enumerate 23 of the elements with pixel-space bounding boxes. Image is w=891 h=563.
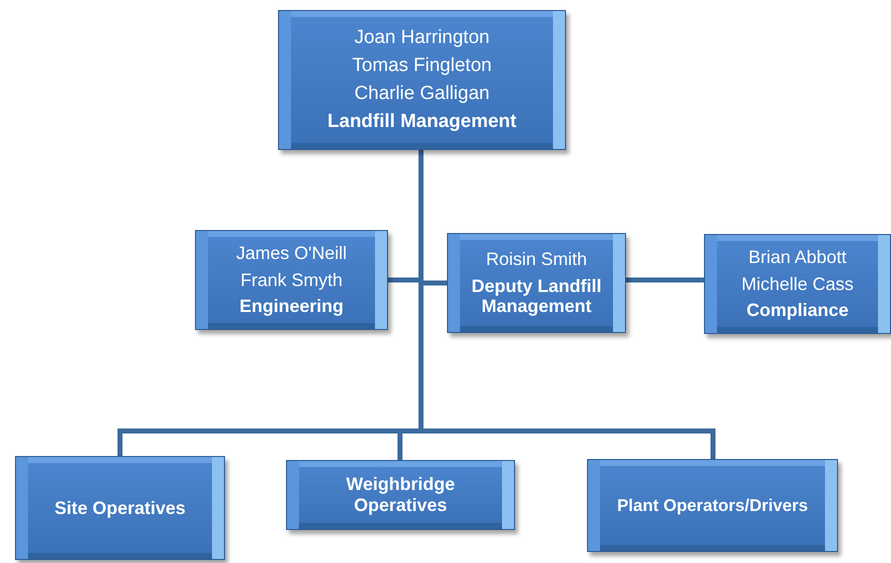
department-name: Weighbridge Operatives xyxy=(345,474,456,516)
org-box xyxy=(704,234,891,334)
department-name: Site Operatives xyxy=(54,498,186,518)
org-box xyxy=(447,233,626,333)
person-name: Michelle Cass xyxy=(741,274,854,294)
person-name: Brian Abbott xyxy=(748,246,847,268)
department-name: Plant Operators/Drivers xyxy=(617,496,808,516)
person-name: Joan Harrington xyxy=(354,27,490,50)
person-name: Charlie Galligan xyxy=(354,83,490,105)
person-name: Roisin Smith xyxy=(486,248,588,270)
org-box xyxy=(15,456,225,560)
person-name: Tomas Fingleton xyxy=(352,55,492,77)
person-name: James O'Neill xyxy=(236,242,347,264)
department-name: Deputy Landfill Management xyxy=(470,276,602,318)
org-box xyxy=(195,230,388,330)
org-box xyxy=(587,459,838,552)
connector-line xyxy=(626,278,704,282)
department-name: Landfill Management xyxy=(328,110,516,133)
department-name: Compliance xyxy=(746,300,849,322)
org-box xyxy=(286,460,515,530)
org-box xyxy=(278,10,566,150)
person-name: Frank Smyth xyxy=(240,270,343,290)
department-name: Engineering xyxy=(239,296,344,318)
